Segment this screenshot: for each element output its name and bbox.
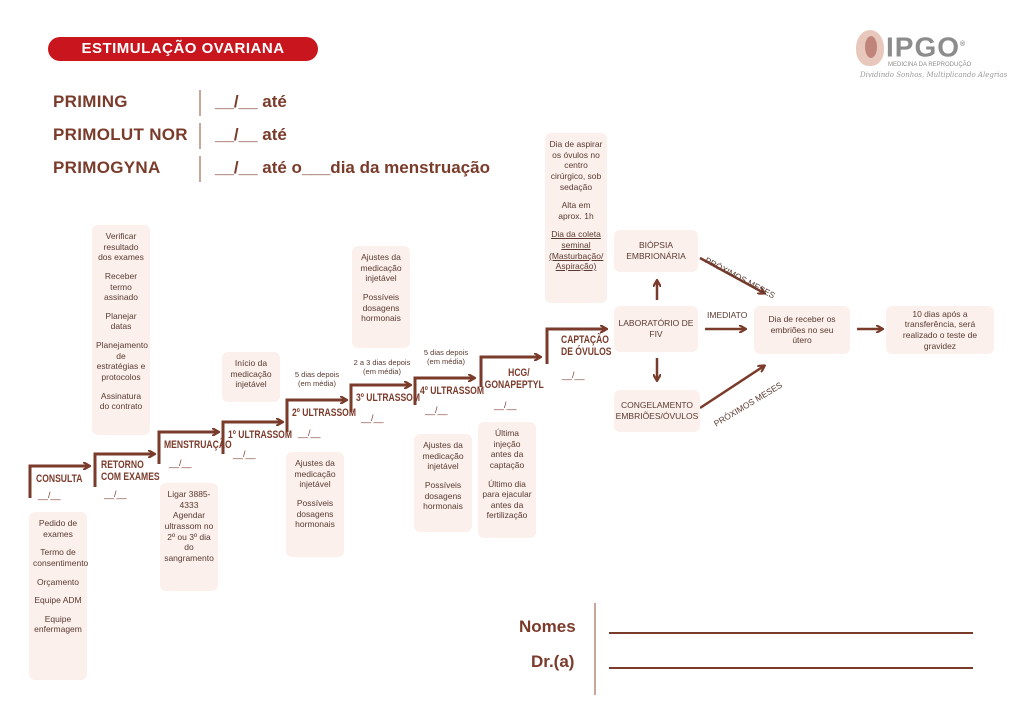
box-teste-gravidez: 10 dias após a transferência, será reali…	[886, 306, 994, 354]
footer-label-nomes: Nomes	[519, 617, 576, 636]
step-arrow-us3	[349, 385, 410, 412]
step-label-retorno: RETORNO COM EXAMES	[101, 459, 160, 483]
step-label-menstruacao: MENSTRUAÇÃO	[164, 439, 232, 451]
interval-us4: 5 dias depois (em média)	[423, 348, 469, 366]
info-box-menstruacao: Ligar 3885-4333 Agendar ultrassom no 2º …	[160, 483, 218, 591]
step-date-retorno: __/__	[104, 489, 127, 499]
step-date-us1: __/__	[233, 449, 256, 459]
step-arrow-consulta	[28, 466, 89, 498]
step-label-hcg: HCG/ GONAPEPTYL	[484, 367, 544, 391]
info-box-captacao: Dia de aspirar os óvulos no centro cirúr…	[545, 133, 607, 303]
footer-line-dr[interactable]	[609, 667, 973, 669]
footer-label-dr: Dr.(a)	[531, 652, 575, 671]
med-label-primolut: PRIMOLUT NOR	[53, 125, 188, 144]
info-box-consulta: Pedido de exames Termo de consentimento …	[29, 512, 88, 680]
med-value-priming: __/__ até	[215, 92, 287, 111]
step-date-consulta: __/__	[38, 490, 61, 500]
info-box-us2: Ajustes da medicação injetável Possíveis…	[286, 452, 344, 557]
step-arrow-hcg	[479, 357, 540, 387]
arrow-proximos-top	[699, 256, 764, 293]
logo-name: IPGO®	[886, 31, 967, 63]
med-label-primogyna: PRIMOGYNA	[53, 158, 161, 177]
med-separator	[199, 156, 201, 182]
step-label-consulta: CONSULTA	[36, 473, 83, 485]
step-label-us3: 3º ULTRASSOM	[356, 392, 420, 404]
step-date-us3: __/__	[361, 413, 384, 423]
logo-subtitle: MEDICINA DA REPRODUÇÃO	[888, 62, 972, 68]
step-arrow-retorno	[93, 454, 154, 487]
step-date-hcg: __/__	[494, 400, 517, 410]
box-biopsia: BIÓPSIA EMBRIONÁRIA	[614, 230, 698, 272]
med-value-primolut: __/__ até	[215, 125, 287, 144]
med-separator	[199, 90, 201, 116]
step-arrow-us2	[285, 400, 346, 432]
med-label-priming: PRIMING	[53, 92, 128, 111]
info-box-us4: Ajustes da medicação injetável Possíveis…	[414, 434, 472, 532]
footer-line-nomes[interactable]	[609, 632, 973, 634]
step-date-menstruacao: __/__	[169, 458, 192, 468]
step-date-captacao: __/__	[562, 370, 585, 380]
box-laboratorio: LABORATÓRIO DE FIV	[614, 306, 698, 352]
logo-tagline: Dividindo Sonhos, Multiplicando Alegrias	[860, 71, 1008, 79]
med-separator	[199, 123, 201, 149]
interval-us2: 5 dias depois (em média)	[294, 370, 340, 388]
step-arrow-menstruacao	[157, 432, 218, 464]
box-congelamento: CONGELAMENTO EMBRIÕES/ÓVULOS	[614, 390, 700, 432]
step-date-us2: __/__	[298, 428, 321, 438]
step-label-us4: 4º ULTRASSOM	[420, 385, 484, 397]
logo-mark-icon	[856, 30, 884, 66]
label-imediato: IMEDIATO	[707, 310, 748, 320]
step-arrow-us1	[221, 422, 282, 454]
med-value-primogyna: __/__ até o___dia da menstruação	[215, 158, 490, 177]
info-box-hcg: Última injeção antes da captação Último …	[478, 422, 536, 538]
step-arrow-captacao	[545, 329, 606, 364]
footer-separator	[594, 603, 596, 695]
step-label-us1: 1º ULTRASSOM	[228, 429, 292, 441]
step-label-us2: 2º ULTRASSOM	[292, 407, 356, 419]
step-arrow-us4	[413, 378, 474, 405]
info-box-us1: Início da medicação injetável	[222, 352, 280, 402]
arrow-proximos-bottom	[699, 366, 764, 410]
ipgo-logo: IPGO® MEDICINA DA REPRODUÇÃO Dividindo S…	[852, 28, 1007, 84]
interval-us3: 2 a 3 dias depois (em média)	[353, 358, 411, 376]
info-box-retorno: Verificar resultado dos exames Receber t…	[92, 225, 150, 435]
box-receber-embrioes: Dia de receber os embriões no seu útero	[754, 306, 850, 354]
page-title-badge: ESTIMULAÇÃO OVARIANA	[48, 37, 318, 61]
step-date-us4: __/__	[425, 405, 448, 415]
step-label-captacao: CAPTAÇÃO DE ÓVULOS	[561, 334, 612, 358]
info-box-us3: Ajustes da medicação injetável Possíveis…	[352, 246, 410, 348]
